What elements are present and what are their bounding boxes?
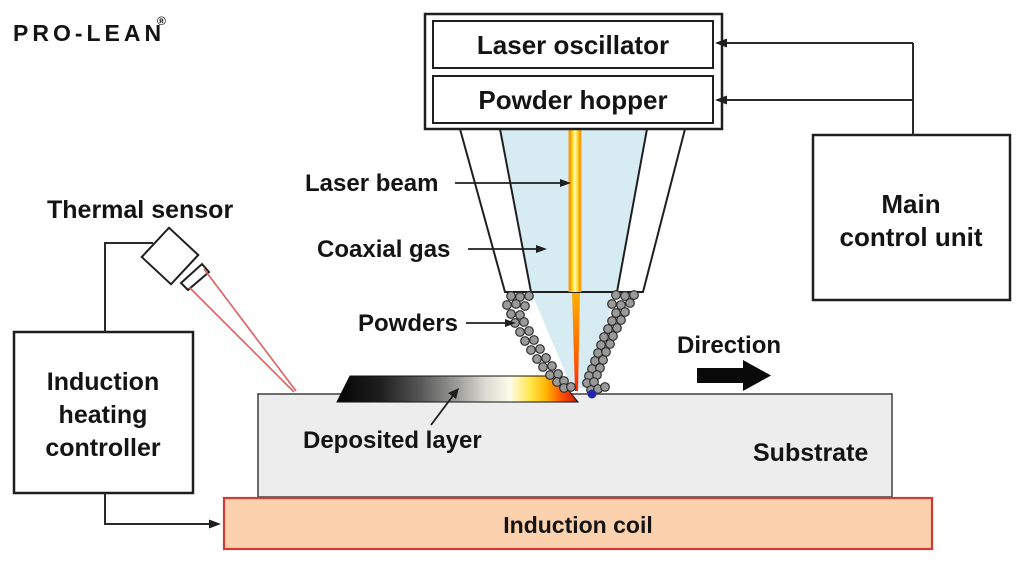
induction-coil-block [222, 496, 934, 551]
laser-oscillator-label: Laser oscillator [477, 30, 669, 60]
powder-particle [532, 354, 542, 364]
main-control-unit-label-line1: Main [881, 189, 940, 219]
thermal-sensor-body [140, 226, 200, 286]
sensor-sight-line-lower [188, 286, 295, 393]
powder-particle [506, 291, 516, 301]
powder-particle [553, 369, 563, 379]
pro-lean-logo: PRO-LEAN [13, 20, 165, 46]
deposited-layer-arrowhead [448, 388, 459, 399]
registered-trademark-icon: ® [157, 14, 166, 28]
wire-controller-to-coil [104, 493, 212, 525]
arrowhead-into-hopper [715, 95, 727, 105]
direction-arrow [697, 360, 771, 391]
main-control-unit-label-line2: control unit [840, 222, 983, 252]
powder-particle [612, 323, 622, 333]
powder-particle [545, 370, 555, 380]
thermal-sensor-label: Thermal sensor [47, 196, 233, 224]
powder-particle [601, 347, 611, 357]
powder-particle [535, 344, 545, 354]
substrate-label: Substrate [753, 439, 868, 467]
powder-particle [605, 339, 615, 349]
powder-particle [598, 355, 608, 365]
powder-particle [524, 291, 534, 301]
powder-particle [515, 327, 525, 337]
powder-particle [511, 299, 521, 309]
powder-particle [506, 309, 516, 319]
sensor-sight-line-upper [203, 268, 297, 392]
powder-particle [600, 382, 610, 392]
laser-beam-core [573, 129, 577, 292]
powders-arrowhead [505, 319, 516, 327]
arrowhead-into-oscillator [715, 38, 727, 48]
powder-streams [502, 290, 639, 399]
laser-beam-lower [572, 292, 580, 391]
powder-particle [629, 290, 639, 300]
wire-sensor-to-controller [104, 242, 153, 332]
powder-particle [520, 301, 530, 311]
powder-particle [547, 361, 557, 371]
powder-hopper-label: Powder hopper [478, 85, 667, 115]
powder-particle [541, 353, 551, 363]
direction-label: Direction [677, 332, 781, 359]
powder-particle [524, 326, 534, 336]
powder-particle [608, 331, 618, 341]
induction-coil-label: Induction coil [503, 512, 653, 538]
deposited-layer-pointer [430, 392, 456, 426]
powder-hopper-box [432, 75, 714, 124]
ihc-label-line3: controller [45, 434, 161, 462]
powder-particle [538, 362, 548, 372]
coaxial-gas-label: Coaxial gas [317, 236, 450, 263]
deposited-layer-label: Deposited layer [303, 427, 482, 454]
powders-label: Powders [358, 310, 458, 337]
coaxial-gas-arrowhead [536, 245, 547, 253]
powder-particle [616, 315, 626, 325]
powder-particle [620, 307, 630, 317]
laser-beam-arrowhead [560, 179, 571, 187]
laser-oscillator-box [432, 20, 714, 69]
main-control-unit-box [811, 133, 1012, 302]
powder-particle [599, 332, 609, 342]
thermal-sensor-lens [179, 262, 211, 292]
arrowhead-into-coil [209, 519, 221, 529]
laser-beam-label: Laser beam [305, 170, 438, 197]
ihc-label-line2: heating [59, 401, 148, 429]
powder-particle [611, 290, 621, 300]
substrate-block [257, 393, 893, 498]
melt-pool-dot [587, 389, 597, 399]
powder-particle [502, 300, 512, 310]
powder-particle [607, 299, 617, 309]
powder-particle [519, 317, 529, 327]
powder-particle [625, 298, 635, 308]
induction-heating-controller-box [12, 330, 195, 495]
powder-particle [529, 335, 539, 345]
powder-particle [566, 382, 576, 392]
ihc-label-line1: Induction [47, 368, 159, 396]
powder-particle [520, 336, 530, 346]
powder-particle [526, 345, 536, 355]
